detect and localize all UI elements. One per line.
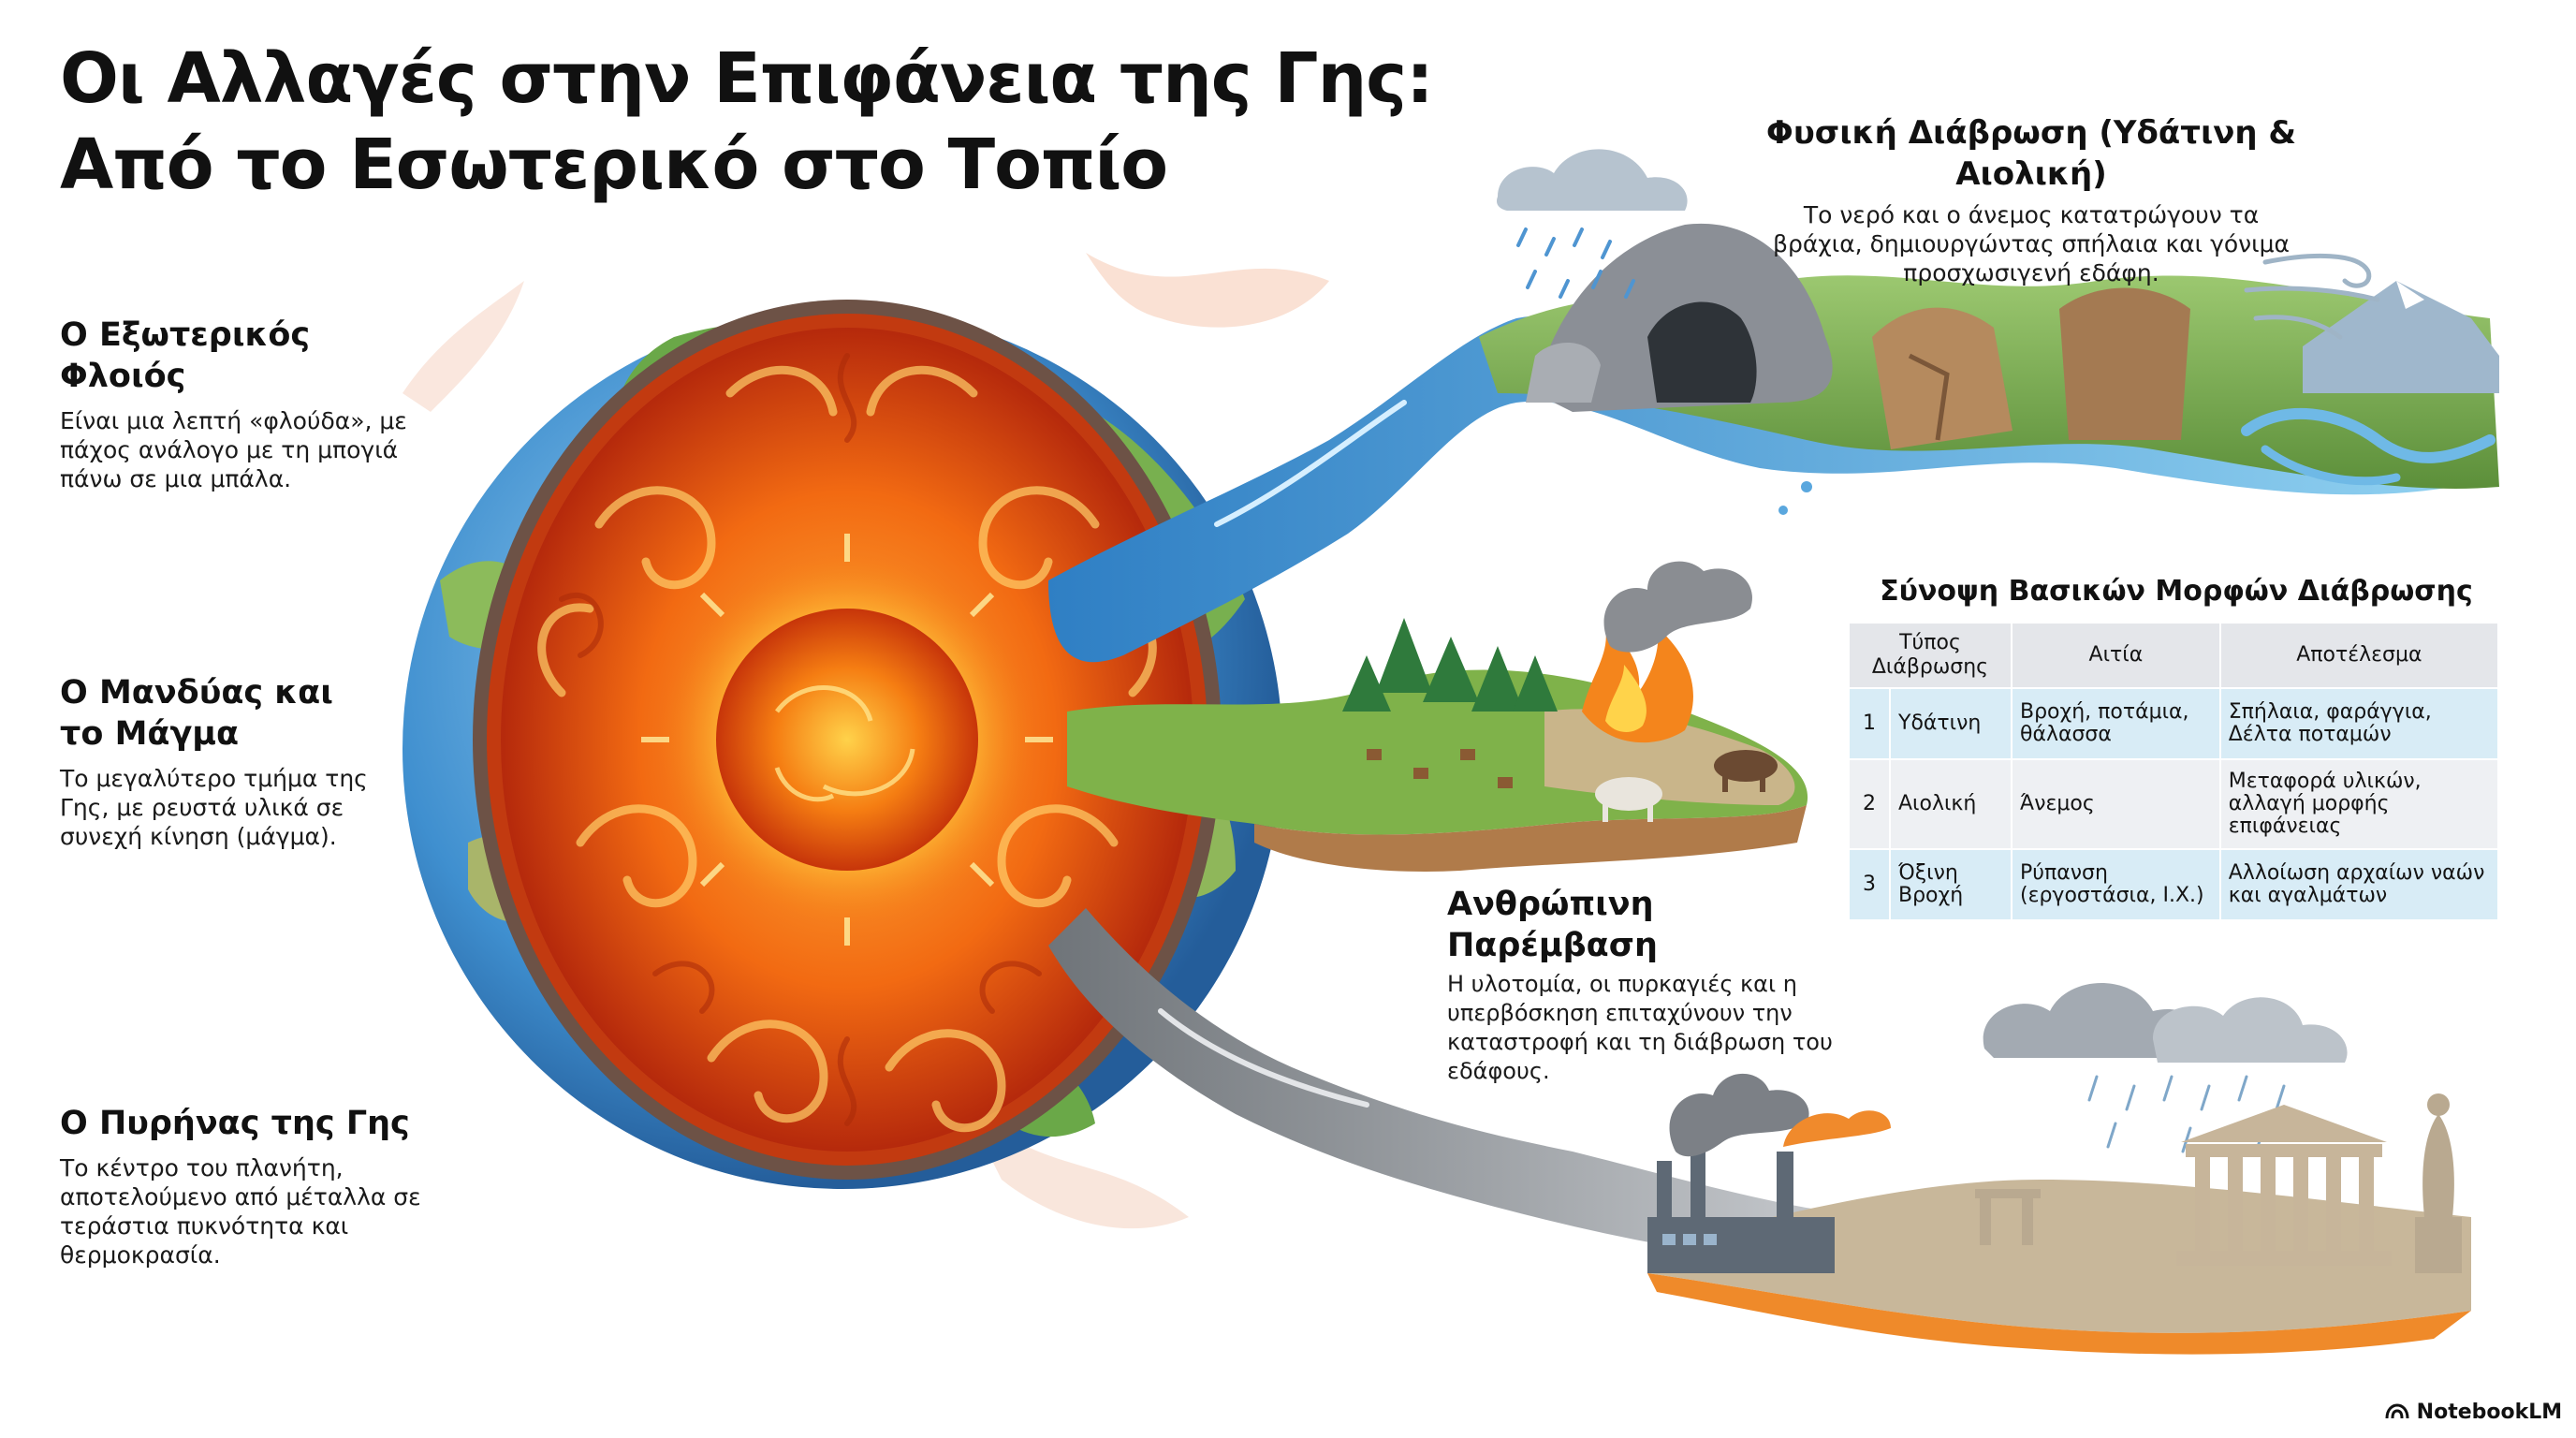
physical-erosion-heading: Φυσική Διάβρωση (Υδάτινη & Αιολική) <box>1765 114 2297 193</box>
table-row: 3 Όξινη Βροχή Ρύπανση (εργοστάσια, Ι.Χ.)… <box>1848 848 2500 921</box>
crust-heading: Ο Εξωτερικός Φλοιός <box>60 316 311 395</box>
core-heading: Ο Πυρήνας της Γης <box>60 1105 410 1142</box>
row-cause: Άνεμος <box>2010 758 2221 850</box>
summary-table-title: Σύνοψη Βασικών Μορφών Διάβρωσης <box>1880 575 2473 608</box>
brand-mark: NotebookLM <box>2385 1401 2562 1424</box>
table-row: 2 Αιολική Άνεμος Μεταφορά υλικών, αλλαγή… <box>1848 758 2500 850</box>
human-impact-land <box>1067 561 1808 872</box>
table-header-type: Τύπος Διάβρωσης <box>1848 622 2012 689</box>
mantle-callout: Ο Μανδύας και το Μάγμα Το μεγαλύτερο τμή… <box>60 672 369 851</box>
row-type: Αιολική <box>1889 758 2012 850</box>
human-impact-callout: Ανθρώπινη Παρέμβαση Η υλοτομία, οι πυρκα… <box>1447 884 1840 1086</box>
acid-rain-scene <box>1647 983 2471 1355</box>
row-cause: Ρύπανση (εργοστάσια, Ι.Χ.) <box>2010 848 2221 921</box>
table-header-cause: Αιτία <box>2010 622 2221 689</box>
notebooklm-logo-icon <box>2385 1403 2409 1419</box>
table-header-row: Τύπος Διάβρωσης Αιτία Αποτέλεσμα <box>1848 622 2500 689</box>
physical-erosion-text: Το νερό και ο άνεμος κατατρώγουν τα βράχ… <box>1773 201 2290 286</box>
title-line-2: Από το Εσωτερικό στο Τοπίο <box>60 125 1168 205</box>
table-row: 1 Υδάτινη Βροχή, ποτάμια, θάλασσα Σπήλαι… <box>1848 687 2500 760</box>
heat-wisps <box>402 253 1329 1229</box>
mantle-text: Το μεγαλύτερο τμήμα της Γης, με ρευστά υ… <box>60 765 368 850</box>
summary-table: Τύπος Διάβρωσης Αιτία Αποτέλεσμα 1 Υδάτι… <box>1848 622 2500 921</box>
row-number: 3 <box>1848 848 1891 921</box>
brand-name: NotebookLM <box>2416 1401 2563 1424</box>
core-text: Το κέντρο του πλανήτη, αποτελούμενο από … <box>60 1154 421 1269</box>
row-number: 2 <box>1848 758 1891 850</box>
title-line-1: Οι Αλλαγές στην Επιφάνεια της Γης: <box>60 38 1434 119</box>
row-result: Αλλοίωση αρχαίων ναών και αγαλμάτων <box>2218 848 2500 921</box>
page-title: Οι Αλλαγές στην Επιφάνεια της Γης: Από τ… <box>60 36 1520 208</box>
row-type: Όξινη Βροχή <box>1889 848 2012 921</box>
row-number: 1 <box>1848 687 1891 760</box>
core-callout: Ο Πυρήνας της Γης Το κέντρο του πλανήτη,… <box>60 1103 425 1269</box>
mantle-heading: Ο Μανδύας και το Μάγμα <box>60 674 333 753</box>
table-header-result: Αποτέλεσμα <box>2218 622 2500 689</box>
earth-interior <box>473 300 1222 1180</box>
row-result: Μεταφορά υλικών, αλλαγή μορφής επιφάνεια… <box>2218 758 2500 850</box>
erosion-landscape <box>1479 149 2499 489</box>
physical-erosion-callout: Φυσική Διάβρωση (Υδάτινη & Αιολική) Το ν… <box>1704 112 2359 287</box>
human-impact-text: Η υλοτομία, οι πυρκαγιές και η υπερβόσκη… <box>1447 971 1833 1084</box>
crust-callout: Ο Εξωτερικός Φλοιός Είναι μια λεπτή «φλο… <box>60 315 434 493</box>
crust-text: Είναι μια λεπτή «φλούδα», με πάχος ανάλο… <box>60 407 407 492</box>
row-type: Υδάτινη <box>1889 687 2012 760</box>
row-result: Σπήλαια, φαράγγια, Δέλτα ποταμών <box>2218 687 2500 760</box>
human-impact-heading: Ανθρώπινη Παρέμβαση <box>1447 886 1658 964</box>
row-cause: Βροχή, ποτάμια, θάλασσα <box>2010 687 2221 760</box>
